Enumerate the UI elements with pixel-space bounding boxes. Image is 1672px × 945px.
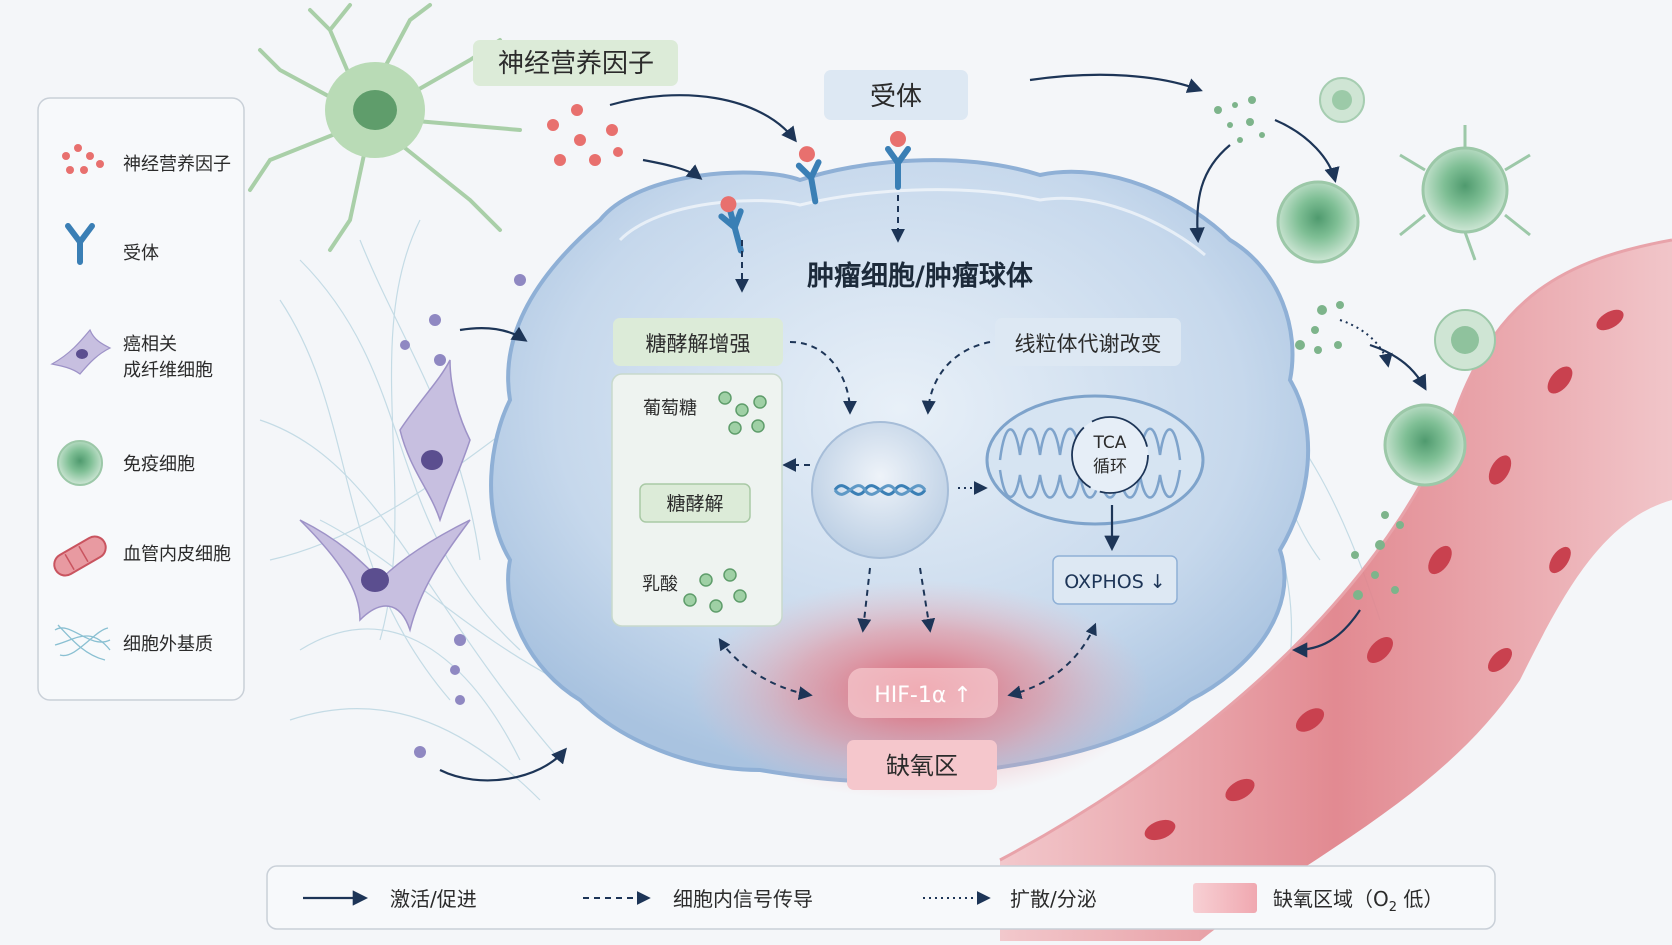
oxphos-label: OXPHOS ↓ (1064, 571, 1165, 593)
neurotrophic-factor-dots (547, 104, 623, 166)
purple-particles (400, 274, 526, 758)
receptor-icon (65, 223, 95, 265)
immune-cell-icon (57, 440, 103, 486)
legend-panel (37, 97, 245, 701)
tca-label: TCA (1093, 433, 1127, 453)
immune-cells (1276, 77, 1531, 487)
glycolysis-header-box (613, 318, 783, 366)
lactate-label: 乳酸 (642, 574, 678, 595)
glucose-label: 葡萄糖 (643, 398, 697, 419)
mitochondrion (985, 394, 1205, 526)
legend-item-receptor: 受体 (123, 243, 159, 264)
glycolysis-process-box (639, 483, 751, 523)
neurotrophic-factor-label: 神经营养因子 (498, 49, 654, 79)
legend-item-factor: 神经营养因子 (123, 154, 231, 175)
legend-diffusion: 扩散/分泌 (1010, 887, 1097, 911)
hif-box (848, 668, 998, 718)
oxphos-box (1052, 555, 1178, 605)
tca-cycle-label: 循环 (1093, 457, 1127, 477)
neurotrophic-label-box (473, 40, 678, 86)
legend-item-fibroblast-2: 成纤维细胞 (123, 360, 213, 381)
glycolysis-header: 糖酵解增强 (646, 332, 751, 356)
green-particles (1214, 96, 1404, 600)
bottom-legend-panel (266, 865, 1496, 930)
hypoxia-label-box (847, 740, 997, 790)
legend-activation: 激活/促进 (390, 887, 477, 911)
glucose-dots (718, 391, 767, 435)
nucleus (811, 421, 949, 559)
legend-signaling: 细胞内信号传导 (673, 887, 813, 911)
legend-item-vessel: 血管内皮细胞 (123, 544, 231, 565)
ecm-icon (54, 624, 111, 661)
dotted-arrows (958, 319, 1393, 495)
dashed-arrows (718, 195, 1097, 701)
receptor-label: 受体 (870, 82, 922, 112)
tumor-title: 肿瘤细胞/肿瘤球体 (807, 260, 1034, 292)
lactate-dots (683, 568, 747, 613)
mito-header-box (995, 318, 1181, 366)
legend-item-ecm: 细胞外基质 (123, 634, 213, 655)
fibroblast-cells (299, 359, 471, 633)
hif-label: HIF-1α ↑ (874, 683, 972, 708)
neuron-cell (248, 3, 522, 252)
receptor-group (718, 131, 911, 254)
glycolysis-process-label: 糖酵解 (666, 493, 723, 515)
legend-item-fibroblast-1: 癌相关 (123, 334, 177, 355)
hypoxia-label: 缺氧区 (886, 752, 958, 780)
legend-item-immune: 免疫细胞 (123, 454, 195, 475)
fibroblast-icon (50, 328, 112, 375)
receptor-label-box (824, 70, 968, 120)
legend-hypoxic-region: 缺氧区域（O2 低） (1273, 887, 1443, 915)
red-dots-icon (62, 144, 104, 174)
mito-header: 线粒体代谢改变 (1015, 332, 1162, 356)
